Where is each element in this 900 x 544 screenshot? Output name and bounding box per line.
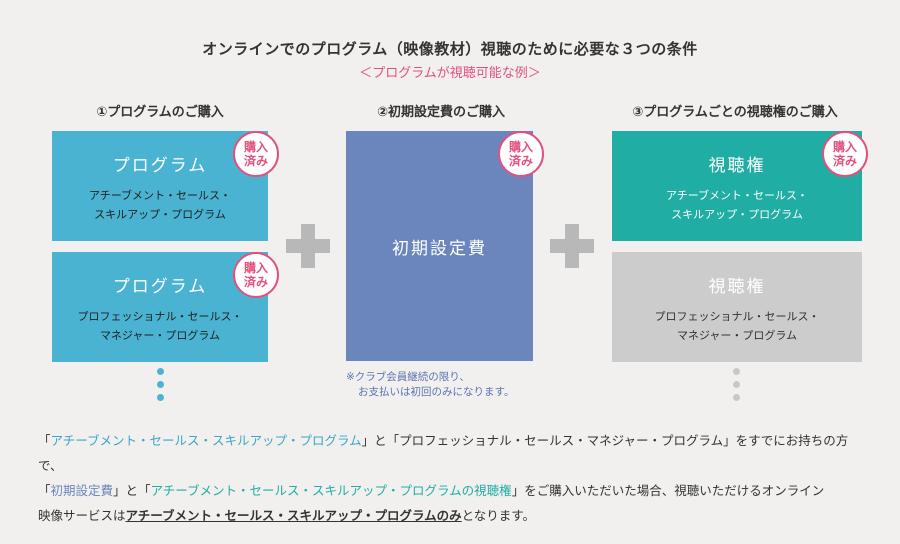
program-box-2-subtitle: プロフェッショナル・セールス・ マネジャー・プログラム <box>77 310 243 342</box>
paragraph-line-1: 「アチーブメント・セールス・スキルアップ・プログラム」と「プロフェッショナル・セ… <box>38 428 868 478</box>
viewing-right-box-1-subtitle: アチーブメント・セールス・ スキルアップ・プログラム <box>665 189 809 221</box>
membership-note-line-1: ※クラブ会員継続の限り、 <box>346 371 470 383</box>
paragraph-line-3: 映像サービスはアチーブメント・セールス・スキルアップ・プログラムのみとなります。 <box>38 503 868 528</box>
purchased-badge-3: 購入 済み <box>498 131 544 177</box>
column-1-heading: ①プログラムのご購入 <box>96 105 224 120</box>
viewing-right-box-1-title: 視聴権 <box>708 156 766 176</box>
paragraph-text: 」と「プロフェッショナル・セールス・マネジャー・プログラム」をすでにお持ちの方で… <box>38 433 849 473</box>
more-dot <box>733 381 740 388</box>
paragraph-line-2: 「初期設定費」と「アチーブメント・セールス・スキルアップ・プログラムの視聴権」を… <box>38 478 868 503</box>
more-dot <box>157 381 164 388</box>
more-dot <box>157 394 164 401</box>
purchased-badge-2: 購入 済み <box>233 252 279 298</box>
highlight-viewing-right: アチーブメント・セールス・スキルアップ・プログラムの視聴権 <box>150 483 512 498</box>
program-box-1-title: プログラム <box>112 156 208 176</box>
initial-fee-box: 初期設定費 <box>346 131 533 361</box>
viewing-right-box-2: 視聴権 プロフェッショナル・セールス・ マネジャー・プログラム <box>612 252 862 362</box>
program-box-2: プログラム プロフェッショナル・セールス・ マネジャー・プログラム <box>52 252 268 362</box>
paragraph-text: 」をご購入いただいた場合、視聴いただけるオンライン <box>511 483 825 498</box>
explanation-paragraph: 「アチーブメント・セールス・スキルアップ・プログラム」と「プロフェッショナル・セ… <box>38 428 868 528</box>
purchased-badge-4: 購入 済み <box>822 131 868 177</box>
highlight-initial-fee: 初期設定費 <box>50 483 114 498</box>
program-box-1: プログラム アチーブメント・セールス・ スキルアップ・プログラム <box>52 131 268 241</box>
highlight-only-program: アチーブメント・セールス・スキルアップ・プログラムのみ <box>125 508 462 523</box>
viewing-right-box-2-subtitle: プロフェッショナル・セールス・ マネジャー・プログラム <box>654 310 820 342</box>
page-subtitle: ＜プログラムが視聴可能な例＞ <box>359 66 541 81</box>
more-dot <box>733 394 740 401</box>
highlight-achievement-program: アチーブメント・セールス・スキルアップ・プログラム <box>50 433 362 448</box>
plus-icon <box>286 224 330 268</box>
program-box-2-title: プログラム <box>112 277 208 297</box>
bracket-open: 「 <box>38 433 51 448</box>
membership-note-line-2: お支払いは初回のみになります。 <box>358 386 515 398</box>
initial-fee-title: 初期設定費 <box>392 238 487 259</box>
viewing-right-box-2-title: 視聴権 <box>708 277 766 297</box>
bracket-open: 「 <box>38 483 51 498</box>
column-3-heading: ③プログラムごとの視聴権のご購入 <box>632 105 838 120</box>
page-title: オンラインでのプログラム（映像教材）視聴のために必要な３つの条件 <box>202 40 698 58</box>
paragraph-text: となります。 <box>461 508 536 523</box>
program-box-1-subtitle: アチーブメント・セールス・ スキルアップ・プログラム <box>88 189 232 221</box>
column-2-heading: ②初期設定費のご購入 <box>376 105 505 120</box>
more-dot <box>157 368 164 375</box>
membership-note: ※クラブ会員継続の限り、 お支払いは初回のみになります。 <box>346 370 514 400</box>
viewing-right-box-1: 視聴権 アチーブメント・セールス・ スキルアップ・プログラム <box>612 131 862 241</box>
more-dot <box>733 368 740 375</box>
paragraph-text: 映像サービスは <box>38 508 126 523</box>
purchased-badge-1: 購入 済み <box>233 131 279 177</box>
plus-icon <box>550 224 594 268</box>
paragraph-text: 」と「 <box>113 483 151 498</box>
